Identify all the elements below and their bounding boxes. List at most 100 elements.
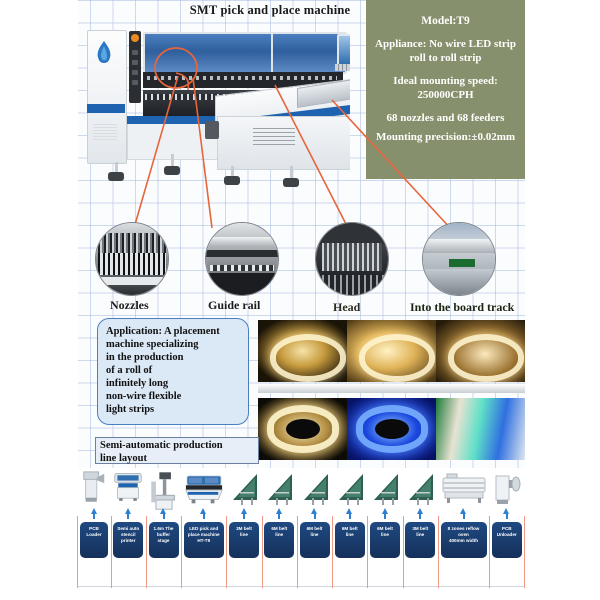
machine-monitor-screen xyxy=(337,34,350,66)
led-photo-warm-roll-3 xyxy=(436,320,525,382)
dimension-group: 6000mm xyxy=(367,565,402,579)
station-icon-pick-place-machine xyxy=(184,470,224,506)
callout-photo-board-track xyxy=(422,222,496,296)
page-title: SMT pick and place machine xyxy=(189,3,351,17)
machine-access-door xyxy=(205,121,219,139)
machine-keyboard xyxy=(335,64,350,71)
station-icon-belt-line xyxy=(405,470,435,506)
machine-foot xyxy=(224,176,240,185)
station-label-line: 6M belt xyxy=(306,526,323,531)
station-connector xyxy=(278,514,281,519)
dimension-extension-line xyxy=(226,516,228,588)
specification-panel: Model:T9 Appliance: No wire LED strip ro… xyxy=(366,0,525,179)
station-label-line: line xyxy=(345,532,354,538)
dimension-group: 6000mm xyxy=(297,565,332,579)
spec-model: Model:T9 xyxy=(421,15,470,27)
right-margin xyxy=(525,0,600,600)
led-strip-photo-row-top xyxy=(258,320,525,382)
station-connector xyxy=(505,514,508,519)
application-line: infinitely long xyxy=(106,378,169,389)
dimension-extension-line xyxy=(332,516,334,588)
station-connector xyxy=(162,514,165,519)
station-label-line: 6M belt xyxy=(271,526,288,531)
dimension-group: 3000mm xyxy=(403,565,438,579)
application-description-box: Application: A placement machine special… xyxy=(97,318,249,425)
led-photo-warm-coil-1 xyxy=(258,320,347,382)
machine-foot xyxy=(283,178,299,187)
application-line: in the production xyxy=(106,352,184,363)
station-connector xyxy=(462,514,465,519)
status-light-icon xyxy=(131,34,139,42)
dimension-group: 3100mm xyxy=(181,565,226,579)
left-margin xyxy=(0,0,78,600)
callout-label-nozzles: Nozzles xyxy=(110,298,149,312)
led-strip-photo-row-bottom xyxy=(258,398,525,460)
station-label-line: LED pick and xyxy=(189,526,219,531)
up-arrow-icon xyxy=(311,508,317,514)
dimension-extension-line xyxy=(296,516,298,588)
spec-appliance-line2: roll to roll strip xyxy=(409,52,482,64)
dimension-extension-line xyxy=(181,516,183,588)
pick-and-place-machine-photo xyxy=(85,24,350,196)
dimension-group: 6000mm xyxy=(262,565,297,579)
application-line: machine specializing xyxy=(106,339,199,350)
dimension-extension-line xyxy=(261,516,263,588)
machine-glass-cover-left xyxy=(143,32,273,74)
machine-glass-cover-right xyxy=(271,32,347,74)
machine-blue-stripe xyxy=(87,104,125,113)
station-connector xyxy=(243,514,245,519)
station-icon-pcb-unloader xyxy=(492,470,522,506)
station-label-line: line xyxy=(310,532,319,538)
up-arrow-icon xyxy=(460,508,466,514)
dimension-extension-line xyxy=(145,516,147,588)
application-line: Application: A placement xyxy=(106,326,220,337)
photo-row-divider xyxy=(258,384,525,393)
station-icon-belt-line xyxy=(264,470,294,506)
spec-appliance-line1: Appliance: No wire LED strip xyxy=(375,38,516,50)
station-label-line: place machine xyxy=(187,532,220,538)
station-label-line: line xyxy=(381,532,389,538)
station-label-line: 6M belt xyxy=(377,526,393,531)
station-connector xyxy=(202,514,205,519)
station-label-line: 3M belt xyxy=(412,526,429,531)
dimension-extension-line xyxy=(367,516,369,588)
station-label-line: 8 zones reflow xyxy=(447,526,480,531)
up-arrow-icon xyxy=(124,508,131,514)
station-label-line: stencil xyxy=(120,532,136,538)
callout-label-board-track: Into the board track xyxy=(410,300,515,314)
bottom-margin xyxy=(0,588,600,600)
up-arrow-icon xyxy=(381,508,388,514)
up-arrow-icon xyxy=(160,508,166,514)
station-connector xyxy=(93,514,95,519)
station-connector xyxy=(348,514,351,519)
station-icon-reflow-oven xyxy=(441,470,487,506)
station-label-line: Unloader xyxy=(496,532,517,538)
station-label-line: printer xyxy=(120,538,136,544)
dimension-extension-line xyxy=(489,516,491,588)
machine-vent xyxy=(93,124,117,140)
machine-foot xyxy=(108,172,124,181)
callout-label-head: Head xyxy=(333,300,361,314)
led-photo-blue-rope-reel xyxy=(347,398,436,460)
station-label-line: oven xyxy=(458,532,469,538)
application-line: light strips xyxy=(106,404,155,415)
application-line: non-wire flexible xyxy=(106,391,182,402)
led-photo-warm-reel-2 xyxy=(347,320,436,382)
station-icon-belt-line xyxy=(229,470,259,506)
dimension-group: 3000mm xyxy=(226,565,261,579)
up-arrow-icon xyxy=(200,508,207,514)
station-connector xyxy=(313,514,316,519)
